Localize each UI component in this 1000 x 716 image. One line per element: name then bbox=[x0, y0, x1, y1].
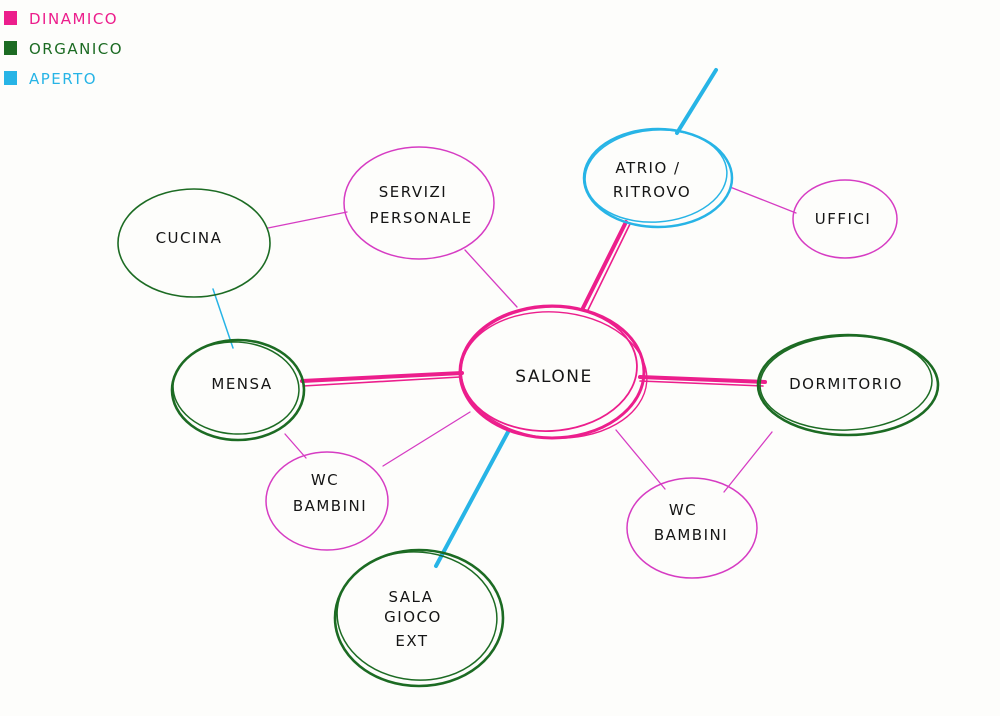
node-label-atrio-line1: ATRIO / bbox=[615, 159, 680, 177]
node-label-sala-gioco-line1: SALA bbox=[388, 588, 433, 606]
node-label-mensa: MENSA bbox=[211, 375, 272, 393]
link-dormitorio-wcright bbox=[723, 431, 773, 493]
bubble-sala-gioco bbox=[333, 548, 505, 688]
node-label-dormitorio: DORMITORIO bbox=[789, 375, 903, 393]
legend-label-aperto: APERTO bbox=[29, 70, 97, 88]
link-cucina-mensa bbox=[212, 288, 234, 349]
node-servizi-personale: SERVIZI PERSONALE bbox=[343, 146, 495, 260]
link-atrio-uffici bbox=[729, 186, 797, 214]
legend-swatch-aperto bbox=[4, 71, 17, 85]
link-servizi-cucina bbox=[267, 211, 348, 229]
legend: DINAMICO ORGANICO APERTO bbox=[4, 10, 123, 88]
bubble-mensa-stroke2 bbox=[172, 341, 300, 435]
bubble-uffici bbox=[792, 179, 898, 259]
edges bbox=[212, 68, 797, 568]
bubble-wc-left bbox=[265, 451, 389, 551]
bubble-cucina bbox=[117, 188, 271, 298]
node-dormitorio: DORMITORIO bbox=[756, 333, 940, 437]
bubble-mensa bbox=[170, 338, 306, 442]
link-salone-mensa-2 bbox=[302, 376, 461, 387]
node-label-salone: SALONE bbox=[515, 367, 592, 387]
legend-label-organico: ORGANICO bbox=[29, 40, 123, 58]
link-mensa-wcleft bbox=[284, 433, 307, 459]
node-label-wc-left-line1: WC bbox=[311, 471, 339, 489]
node-sala-gioco-ext: SALA GIOCO EXT bbox=[333, 548, 505, 688]
node-label-cucina: CUCINA bbox=[156, 229, 223, 247]
link-salone-salagioco bbox=[434, 430, 510, 568]
link-salone-wcright bbox=[615, 429, 666, 490]
node-cucina: CUCINA bbox=[117, 188, 271, 298]
bubble-salone-stroke3 bbox=[460, 311, 648, 439]
legend-swatch-dinamico bbox=[4, 11, 17, 25]
node-label-atrio-line2: RITROVO bbox=[613, 183, 691, 201]
bubble-atrio bbox=[582, 127, 734, 229]
node-wc-bambini-right: WC BAMBINI bbox=[626, 477, 758, 579]
link-atrio-external bbox=[675, 68, 718, 135]
bubble-dormitorio bbox=[756, 333, 940, 437]
link-salone-wcleft bbox=[382, 411, 471, 467]
link-salone-atrio-2 bbox=[587, 223, 631, 311]
node-label-wc-right-line1: WC bbox=[669, 501, 697, 519]
node-label-wc-right-line2: BAMBINI bbox=[654, 526, 728, 544]
node-label-wc-left-line2: BAMBINI bbox=[293, 497, 367, 515]
link-salone-atrio bbox=[581, 220, 628, 310]
node-label-servizi-line1: SERVIZI bbox=[379, 183, 448, 201]
link-salone-dormitorio bbox=[638, 375, 767, 384]
bubble-wc-right bbox=[626, 477, 758, 579]
node-atrio-ritrovo: ATRIO / RITROVO bbox=[582, 127, 734, 229]
node-label-sala-gioco-line3: EXT bbox=[395, 632, 428, 650]
node-mensa: MENSA bbox=[170, 338, 306, 442]
bubble-dormitorio-stroke2 bbox=[759, 335, 933, 431]
bubble-atrio-stroke2 bbox=[584, 129, 728, 223]
legend-swatch-organico bbox=[4, 41, 17, 55]
link-salone-mensa bbox=[300, 371, 464, 383]
legend-label-dinamico: DINAMICO bbox=[29, 10, 118, 28]
link-salone-servizi bbox=[464, 249, 518, 308]
bubble-servizi-personale bbox=[343, 146, 495, 260]
node-uffici: UFFICI bbox=[792, 179, 898, 259]
node-salone: SALONE bbox=[458, 304, 648, 440]
node-label-sala-gioco-line2: GIOCO bbox=[384, 608, 442, 626]
link-salone-dormitorio-2 bbox=[639, 380, 764, 387]
node-label-servizi-line2: PERSONALE bbox=[369, 209, 472, 227]
bubble-sala-gioco-stroke2 bbox=[336, 551, 498, 681]
nodes: SALONE SERVIZI PERSONALE ATRIO / RITROVO… bbox=[117, 127, 940, 688]
node-label-uffici: UFFICI bbox=[815, 210, 872, 228]
node-wc-bambini-left: WC BAMBINI bbox=[265, 451, 389, 551]
